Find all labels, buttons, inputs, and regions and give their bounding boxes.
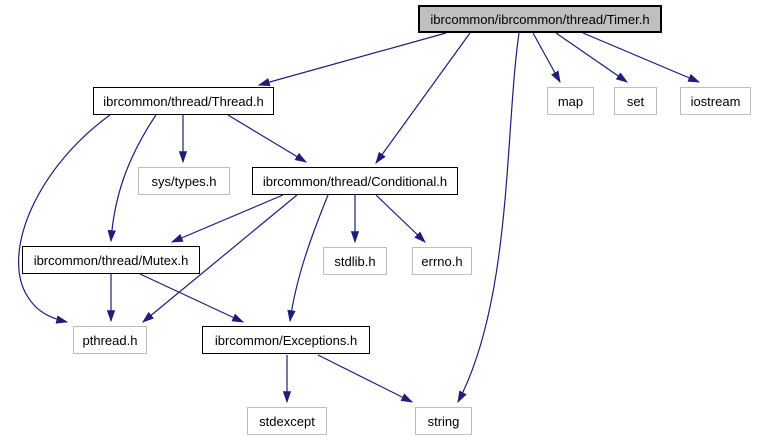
edge-timer-to-iostream [582,32,701,83]
node-string: string [415,407,472,435]
node-errno: errno.h [412,247,472,275]
edge-timer-to-string [457,32,520,404]
node-set: set [614,87,657,115]
edge-exceptions-to-string [317,354,414,403]
node-mutex[interactable]: ibrcommon/thread/Mutex.h [22,246,200,274]
node-pthread: pthread.h [73,326,147,354]
edge-timer-to-map [532,32,561,84]
node-label: map [557,93,584,109]
edge-timer-to-set [555,32,628,83]
node-label: pthread.h [82,332,138,348]
node-timer: ibrcommon/ibrcommon/thread/Timer.h [418,5,662,33]
edge-conditional-to-pthread [142,194,298,323]
edge-conditional-to-exceptions [287,194,329,323]
node-label: ibrcommon/ibrcommon/thread/Timer.h [430,11,650,27]
node-label: ibrcommon/thread/Mutex.h [33,252,189,268]
edge-mutex-to-exceptions [139,273,245,323]
node-conditional[interactable]: ibrcommon/thread/Conditional.h [252,167,458,195]
edge-conditional-to-mutex [170,194,284,243]
node-label: ibrcommon/Exceptions.h [214,332,358,348]
node-map: map [547,87,594,115]
edge-thread-to-conditional [227,114,308,163]
node-label: sys/types.h [151,173,217,189]
edge-group [18,32,701,404]
node-label: string [427,413,460,429]
node-stdlib: stdlib.h [323,247,387,275]
edge-timer-to-thread [257,32,447,87]
edge-timer-to-conditional [375,32,471,164]
edge-conditional-to-errno [375,194,426,243]
node-label: errno.h [421,253,463,269]
node-exceptions[interactable]: ibrcommon/Exceptions.h [202,326,370,354]
node-thread[interactable]: ibrcommon/thread/Thread.h [93,87,274,115]
node-label: set [626,93,645,109]
node-label: stdexcept [259,413,315,429]
edge-thread-to-pthread [18,114,111,324]
edge-thread-to-mutex [107,114,157,243]
node-iostream: iostream [680,87,751,115]
node-stdexcept: stdexcept [247,407,327,435]
node-label: stdlib.h [334,253,376,269]
node-label: ibrcommon/thread/Conditional.h [262,173,448,189]
node-label: iostream [690,93,741,109]
node-sys-types: sys/types.h [138,167,230,195]
node-label: ibrcommon/thread/Thread.h [103,93,264,109]
